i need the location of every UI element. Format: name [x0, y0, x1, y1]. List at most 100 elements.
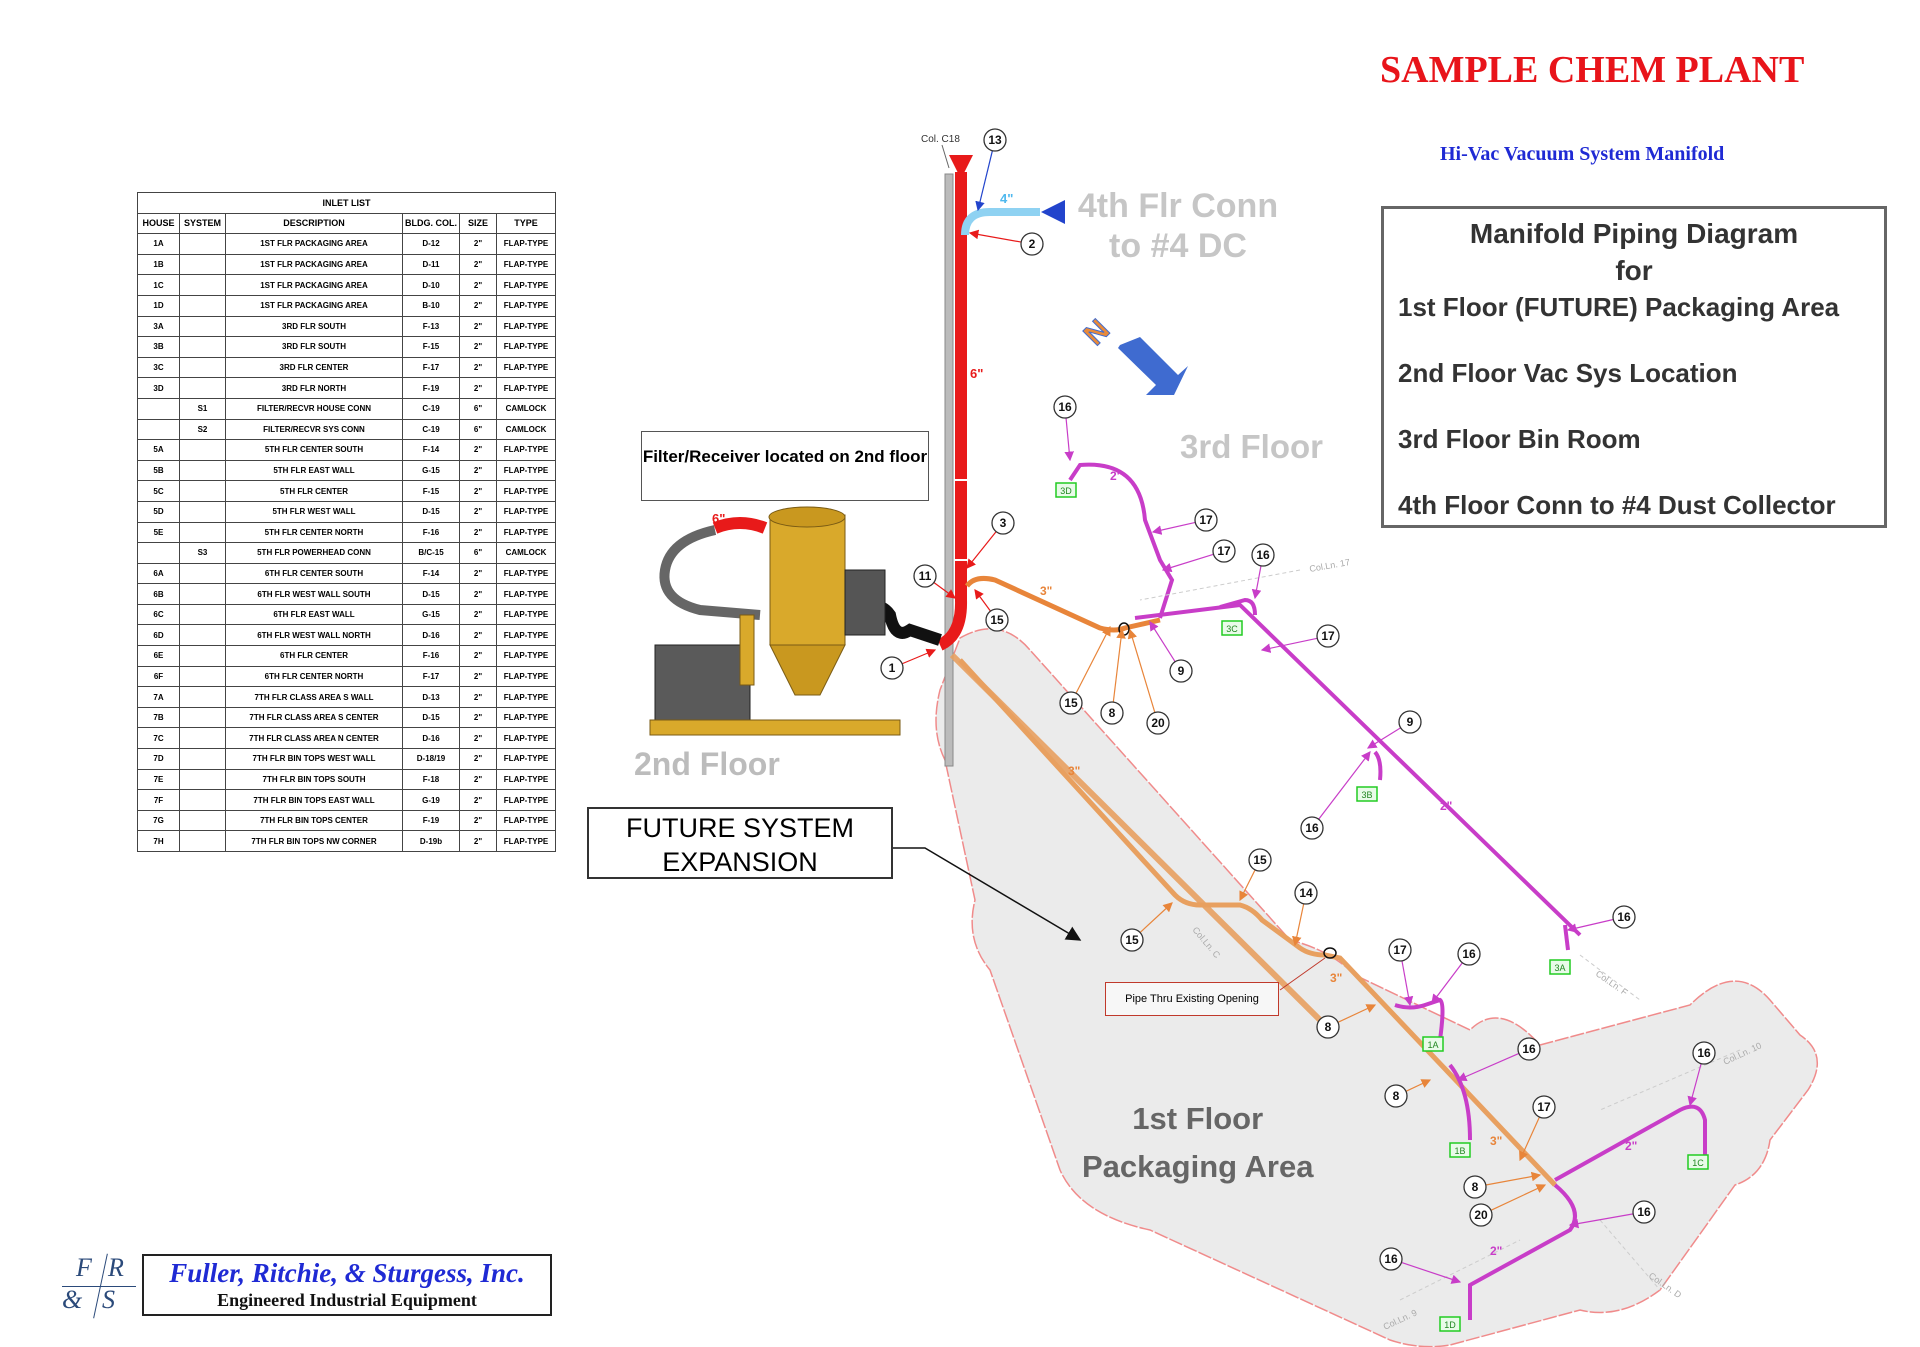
- legend-line-3rd-floor: 3rd Floor Bin Room: [1398, 424, 1641, 454]
- callout-number: 16: [1305, 821, 1319, 835]
- callout-leader: [1566, 918, 1614, 933]
- callout-number: 16: [1058, 400, 1072, 414]
- callout-bubble: 17: [1151, 508, 1218, 535]
- callout-bubble: 15: [1059, 625, 1111, 715]
- page-subtitle: Hi-Vac Vacuum System Manifold: [1440, 143, 1725, 165]
- logo-letter: &: [62, 1285, 83, 1314]
- callout-bubble: 17: [1260, 624, 1340, 653]
- callout-bubble: 16: [1431, 942, 1481, 1004]
- callout-bubble: 8: [1463, 1171, 1542, 1199]
- callout-number: 17: [1217, 544, 1231, 558]
- company-name: Fuller, Ritchie, & Sturgess, Inc.: [169, 1258, 525, 1288]
- inlet-tag-label: 3A: [1554, 963, 1565, 973]
- callout-bubble: 17: [1519, 1095, 1556, 1162]
- callout-bubble: 9: [1149, 620, 1193, 683]
- callout-number: 17: [1321, 629, 1335, 643]
- inlet-tag-label: 1D: [1444, 1320, 1456, 1330]
- building-column-c18: [944, 173, 954, 767]
- callout-number: 16: [1617, 910, 1631, 924]
- filter-receiver-machine-icon: [649, 506, 942, 736]
- callout-number: 20: [1474, 1208, 1488, 1222]
- callout-number: 15: [1253, 853, 1267, 867]
- inlet-tag-label: 3B: [1361, 790, 1372, 800]
- pipe-thru-opening-note: Pipe Thru Existing Opening: [1105, 982, 1279, 1016]
- size-label-6in: 6": [970, 366, 983, 381]
- callout-leader: [974, 589, 991, 612]
- table-cell: FLAP-TYPE: [495, 233, 557, 255]
- callout-bubble: 15: [974, 589, 1009, 632]
- pipe-2in-to-1c: [1554, 1104, 1707, 1182]
- callout-number: 8: [1109, 706, 1116, 720]
- callout-bubble: 3: [966, 511, 1015, 569]
- callout-number: 8: [1472, 1180, 1479, 1194]
- callout-bubble: 16: [1687, 1041, 1716, 1107]
- logo-letter: R: [108, 1253, 124, 1282]
- size-label-6in-hose: 6": [712, 511, 725, 526]
- pipe-2in-to-3a: [1563, 924, 1570, 951]
- callout-bubble: 8: [1100, 628, 1126, 725]
- callout-leader: [1401, 1261, 1462, 1284]
- callout-leader: [1431, 962, 1463, 1004]
- pipe-2in-to-3c: [1219, 597, 1257, 616]
- callout-bubble: 13: [975, 128, 1007, 212]
- callout-number: 16: [1256, 548, 1270, 562]
- inlet-tag: 3C: [1221, 620, 1243, 636]
- size-label-2in: 2": [1110, 469, 1122, 483]
- callout-bubble: 15: [1239, 848, 1272, 902]
- column-line-label: Col.Ln. 17: [1309, 557, 1351, 574]
- inlet-tag-label: 1B: [1454, 1146, 1465, 1156]
- callout-leader: [1456, 1052, 1520, 1082]
- inlet-tag-label: 3D: [1060, 486, 1072, 496]
- inlet-tag: 1B: [1449, 1142, 1471, 1158]
- logo-letter: F: [76, 1253, 92, 1282]
- north-arrow-icon: [1118, 337, 1188, 395]
- callout-leader: [1519, 1116, 1541, 1162]
- future-expansion-note: FUTURE SYSTEM EXPANSION: [587, 807, 893, 879]
- callout-leader: [1292, 903, 1305, 947]
- legend-line-1st-floor: 1st Floor (FUTURE) Packaging Area: [1398, 292, 1840, 322]
- inlet-tag: 3A: [1549, 959, 1571, 975]
- callout-number: 2: [1029, 237, 1036, 251]
- pipe-6in-elbow: [937, 599, 968, 651]
- second-floor-label: 2nd Floor: [634, 746, 780, 782]
- inlet-tag-label: 1A: [1427, 1040, 1438, 1050]
- legend-heading: Manifold Piping Diagram: [1469, 218, 1799, 249]
- callout-bubble: 8: [1316, 1004, 1377, 1039]
- pipe-2in-to-1d: [1468, 1183, 1577, 1320]
- size-label-3in: 3": [1068, 764, 1080, 778]
- callout-bubble: 16: [1300, 751, 1371, 840]
- callout-number: 15: [990, 613, 1004, 627]
- first-floor-label-line2: Packaging Area: [1082, 1149, 1314, 1184]
- callout-bubble: 17: [1388, 938, 1414, 1007]
- company-slogan: Engineered Industrial Equipment: [217, 1290, 477, 1310]
- pipe-3in-first-floor: [958, 658, 1557, 1187]
- callout-leader: [1687, 1063, 1702, 1107]
- callout-bubble: 11: [913, 564, 956, 599]
- callout-number: 16: [1462, 947, 1476, 961]
- callout-number: 8: [1393, 1089, 1400, 1103]
- north-compass-letter: N: [1078, 313, 1117, 352]
- callout-number: 20: [1151, 716, 1165, 730]
- callout-number: 13: [988, 133, 1002, 147]
- column-c18-label: Col. C18: [921, 134, 960, 145]
- inlet-tag: 1D: [1439, 1316, 1461, 1332]
- callout-leader: [1490, 1184, 1547, 1211]
- pipe-2in-to-3d: [1068, 462, 1175, 619]
- inlet-tag-label: 1C: [1692, 1158, 1704, 1168]
- pipe-2in-third-floor-main: [1134, 602, 1582, 937]
- callout-number: 15: [1064, 696, 1078, 710]
- callout-leader: [1139, 902, 1173, 933]
- callout-bubble: 20: [1469, 1184, 1547, 1227]
- callout-leader: [1127, 628, 1156, 713]
- callout-bubble: 16: [1251, 543, 1275, 600]
